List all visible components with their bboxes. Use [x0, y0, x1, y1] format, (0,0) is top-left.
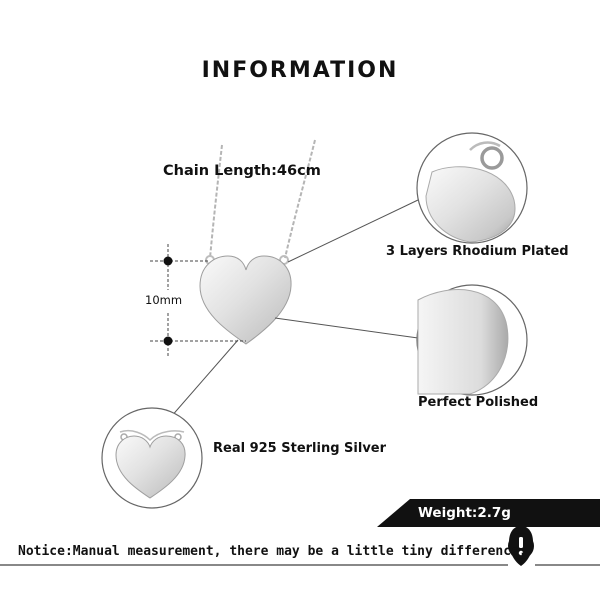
heart-pendant	[199, 255, 292, 345]
size-dimension	[150, 244, 246, 358]
leader-lines	[169, 199, 419, 419]
page-title: INFORMATION	[201, 58, 399, 83]
detail-circle-rhodium	[416, 132, 528, 244]
exclamation-icon	[508, 526, 534, 566]
weight-banner	[377, 499, 600, 527]
notice-text: Notice:Manual measurement, there may be …	[18, 544, 527, 559]
detail-circle-silver	[101, 407, 203, 509]
chain-length-label: Chain Length:46cm	[163, 163, 321, 179]
detail-circle-polished	[416, 284, 528, 396]
weight-label: Weight:2.7g	[418, 505, 511, 521]
material-label: Real 925 Sterling Silver	[213, 441, 387, 456]
plating-label: 3 Layers Rhodium Plated	[386, 244, 569, 259]
necklace-chain	[209, 139, 316, 259]
finish-label: Perfect Polished	[418, 395, 539, 410]
pendant-size-label: 10mm	[145, 293, 183, 307]
